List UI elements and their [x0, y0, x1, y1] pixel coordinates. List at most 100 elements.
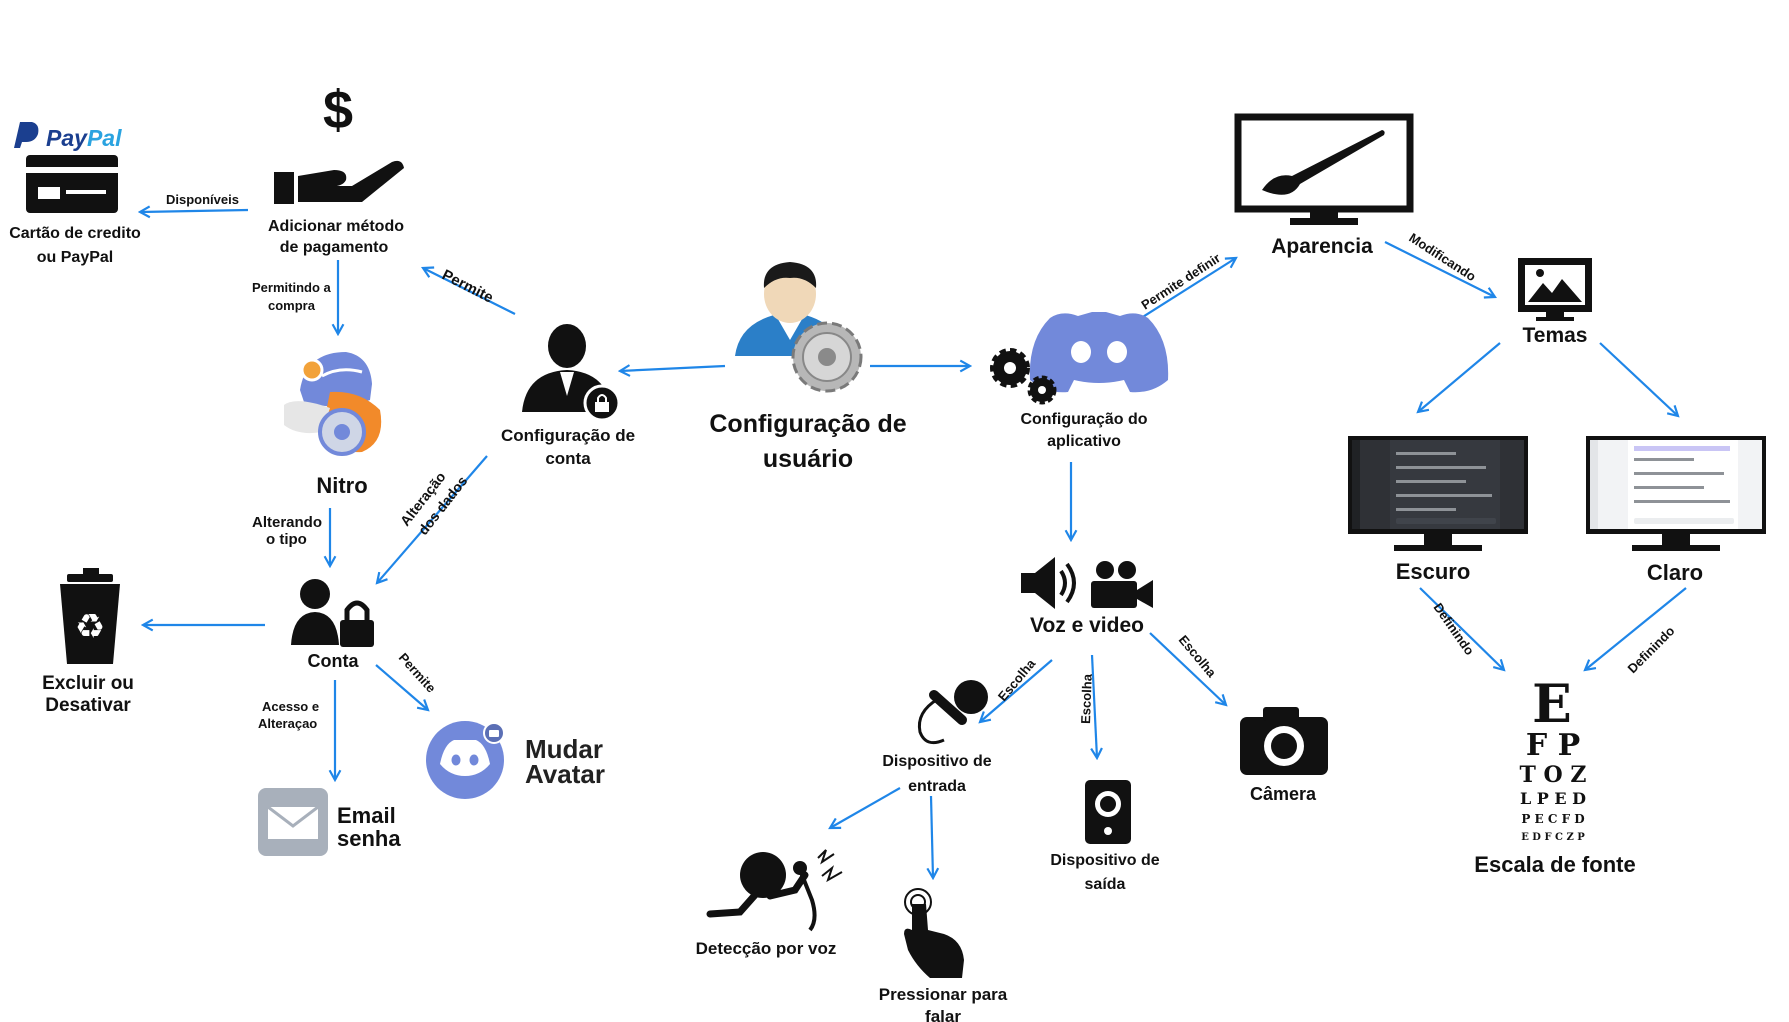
node-center[interactable]: Configuração de usuário — [709, 262, 907, 473]
arrow-temas-to-escuro — [1418, 342, 1501, 412]
node-email[interactable]: Email senha — [258, 788, 401, 856]
speaker-camera-icon — [1021, 557, 1153, 609]
center-label-line2: usuário — [763, 445, 853, 473]
paypal-logo: PayPal — [14, 122, 122, 151]
deteccao-label: Detecção por voz — [696, 939, 837, 958]
app-config-label-line2: aplicativo — [1047, 433, 1121, 450]
node-entrada[interactable]: Dispositivo de entrada — [882, 680, 992, 795]
svg-text:PayPal: PayPal — [46, 125, 122, 151]
edge-label-escolha-entrada: Escolha — [995, 656, 1039, 704]
user-gear-icon — [735, 262, 863, 393]
microphone-icon — [917, 680, 988, 745]
node-excluir[interactable]: ♻ Excluir ou Desativar — [42, 568, 134, 716]
arrow-pagamento-to-paypal — [140, 210, 249, 212]
pagamento-label-line1: Adicionar método — [268, 218, 404, 235]
discord-gears-icon — [990, 312, 1169, 405]
paypal-label-line1: Cartão de credito — [9, 225, 141, 242]
svg-text:♻: ♻ — [75, 607, 105, 647]
node-fonte[interactable]: E F P T O Z L P E D P E C F D E D F C Z … — [1474, 674, 1635, 877]
eye-chart-row-3: T O Z — [1520, 762, 1587, 788]
node-saida[interactable]: Dispositivo de saída — [1050, 780, 1160, 893]
edge-label-disponiveis: Disponíveis — [166, 192, 239, 207]
edge-label-escolha-camera: Escolha — [1176, 632, 1220, 680]
email-label-line2: senha — [337, 826, 401, 851]
monitor-image-icon — [1518, 258, 1592, 321]
arrow-escuro-to-fonte — [1419, 587, 1504, 670]
conta-label: Conta — [308, 651, 360, 671]
edge-label-escolha-saida: Escolha — [1078, 673, 1095, 724]
email-label-line1: Email — [337, 803, 396, 828]
recycle-bin-icon: ♻ — [60, 568, 120, 664]
claro-label: Claro — [1647, 560, 1703, 585]
edge-label-alterando-2: o tipo — [266, 531, 307, 548]
node-avatar[interactable]: Mudar Avatar — [426, 721, 605, 799]
users-lock-icon — [291, 579, 374, 647]
node-voz-video[interactable]: Voz e video — [1021, 557, 1153, 637]
arrow-conta-config-to-conta — [377, 455, 488, 583]
pagamento-label-line2: de pagamento — [280, 239, 389, 256]
arrow-app-config-to-aparencia — [1137, 258, 1236, 321]
fonte-label: Escala de fonte — [1474, 852, 1635, 877]
edge-label-permitindo: Permitindo a — [252, 280, 332, 295]
eye-chart-icon: E F P T O Z L P E D P E C F D E D F C Z … — [1520, 674, 1587, 843]
edge-label-permite-pagamento: Permite — [439, 266, 496, 306]
monitor-brush-icon — [1234, 113, 1414, 225]
node-app-config[interactable]: Configuração do aplicativo — [990, 312, 1169, 450]
hand-dollar-icon: $ — [274, 80, 404, 204]
node-temas[interactable]: Temas — [1518, 258, 1592, 347]
saida-label-line2: saída — [1085, 876, 1126, 893]
voz-video-label: Voz e video — [1030, 614, 1144, 637]
aparencia-label: Aparencia — [1271, 235, 1373, 258]
arrow-voz-to-entrada — [980, 659, 1053, 722]
node-camera[interactable]: Câmera — [1240, 707, 1328, 804]
svg-text:$: $ — [323, 80, 353, 140]
pressionar-label-line1: Pressionar para — [879, 985, 1008, 1004]
nitro-label: Nitro — [316, 473, 367, 498]
arrow-center-to-conta-config — [620, 366, 726, 371]
pressionar-label-line2: falar — [925, 1007, 961, 1022]
edge-label-alterando: Alterando — [252, 514, 322, 531]
node-aparencia[interactable]: Aparencia — [1234, 113, 1414, 258]
node-deteccao[interactable]: Detecção por voz — [696, 849, 843, 958]
nitro-mascot-icon — [284, 352, 382, 456]
conta-config-label-line1: Configuração de — [501, 426, 635, 445]
arrow-entrada-to-pressionar — [931, 795, 933, 878]
center-label-line1: Configuração de — [709, 410, 906, 438]
node-pressionar[interactable]: Pressionar para falar — [879, 888, 1008, 1022]
entrada-label-line2: entrada — [908, 778, 966, 795]
node-nitro[interactable]: Nitro — [284, 352, 382, 498]
eye-chart-row-2: F P — [1526, 728, 1580, 763]
node-conta[interactable]: Conta — [291, 579, 374, 671]
arrow-voz-to-saida — [1092, 654, 1097, 758]
edge-label-permite-definir: Permite definir — [1138, 250, 1223, 312]
avatar-label-line1: Mudar — [525, 734, 603, 764]
eye-chart-row-4: L P E D — [1520, 789, 1586, 808]
node-conta-config[interactable]: Configuração de conta — [501, 324, 635, 468]
node-claro[interactable]: Claro — [1586, 436, 1766, 585]
voice-person-icon — [706, 849, 843, 932]
node-escuro[interactable]: Escuro — [1348, 436, 1528, 584]
excluir-label-line1: Excluir ou — [42, 673, 134, 694]
camera-icon — [1240, 707, 1328, 775]
user-lock-icon — [522, 324, 621, 422]
speaker-icon — [1085, 780, 1131, 844]
edge-label-permitindo-2: compra — [268, 298, 316, 313]
dark-theme-screen-icon — [1348, 436, 1528, 551]
press-hand-icon — [904, 888, 964, 978]
escuro-label: Escuro — [1396, 559, 1471, 584]
arrow-voz-to-camera — [1149, 632, 1226, 705]
node-paypal[interactable]: PayPal Cartão de credito ou PayPal — [9, 122, 141, 266]
avatar-label-line2: Avatar — [525, 759, 605, 789]
envelope-icon — [258, 788, 328, 856]
eye-chart-row-5: P E C F D — [1521, 812, 1584, 826]
node-pagamento[interactable]: $ Adicionar método de pagamento — [268, 80, 404, 256]
arrow-entrada-to-deteccao — [830, 787, 901, 828]
paypal-label-line2: ou PayPal — [37, 249, 113, 266]
entrada-label-line1: Dispositivo de — [882, 753, 991, 770]
conta-config-label-line2: conta — [545, 449, 591, 468]
edge-label-acesso: Acesso e — [262, 699, 319, 714]
excluir-label-line2: Desativar — [45, 695, 131, 716]
discord-avatar-icon — [426, 721, 505, 799]
edge-label-definindo-left: Definindo — [1431, 600, 1478, 658]
